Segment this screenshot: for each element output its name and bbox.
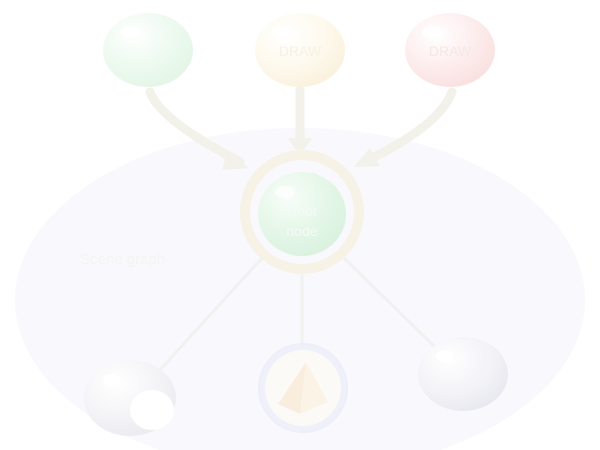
top-node-3-label: DRAW xyxy=(429,43,472,59)
top-node-1 xyxy=(103,13,193,87)
highlight-icon xyxy=(422,26,442,38)
scene-graph-label: Scene graph xyxy=(80,251,165,268)
highlight-icon xyxy=(275,186,295,198)
arrows xyxy=(145,85,457,170)
arrow-center-head xyxy=(288,138,312,156)
connector-right xyxy=(342,256,440,352)
connector-left xyxy=(156,256,264,374)
child-node-pyramid xyxy=(258,343,348,433)
top-node-3: DRAW xyxy=(405,13,495,87)
root-node-label-line2: node xyxy=(286,223,317,239)
connectors xyxy=(156,256,440,374)
child-node-spheres xyxy=(84,360,176,436)
pyramid-icon xyxy=(278,362,306,414)
arrow-left xyxy=(145,87,245,167)
root-node: Root node xyxy=(240,150,364,274)
child-node-sphere xyxy=(418,337,508,411)
root-node-label-line1: Root xyxy=(287,203,317,219)
sphere-icon xyxy=(418,337,508,411)
highlight-icon xyxy=(120,26,140,38)
small-sphere-icon xyxy=(130,390,174,430)
arrow-left-head xyxy=(222,150,248,170)
top-node-2-label: DRAW xyxy=(279,43,322,59)
top-node-2: DRAW xyxy=(255,13,345,87)
highlight-icon xyxy=(272,26,292,38)
arrow-right-head xyxy=(354,148,380,167)
arrow-right xyxy=(363,87,457,165)
